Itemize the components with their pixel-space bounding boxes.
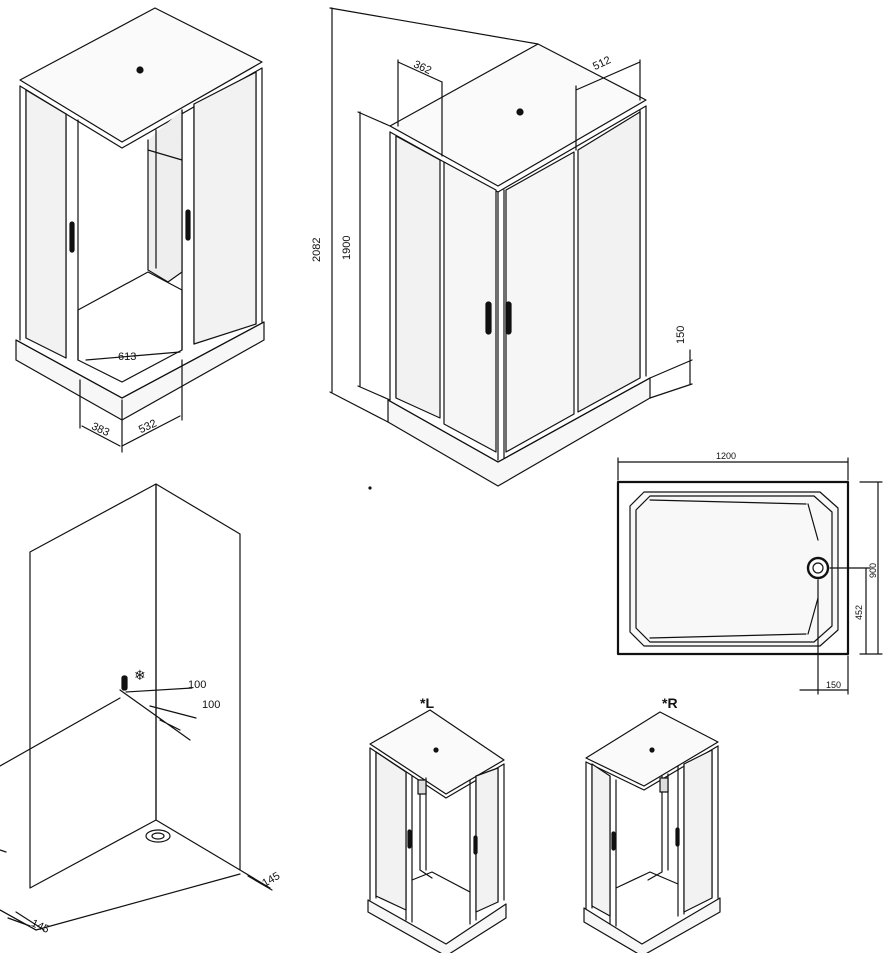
dim-1900: 1900	[341, 236, 353, 260]
dim-512: 512	[591, 54, 613, 73]
dim-inlet-b: 100	[202, 699, 220, 711]
cabin2-left-door	[443, 161, 497, 453]
dim-532: 532	[137, 417, 159, 436]
tray-drain-icon	[806, 556, 830, 580]
view-installation: ❄	[0, 483, 273, 931]
cabin1-back-column	[147, 109, 183, 283]
variant-left-label: *L	[420, 695, 434, 711]
dim-613: 613	[118, 351, 136, 363]
dim-wall-a: 145	[260, 870, 282, 890]
cabin2-vent-icon	[516, 108, 524, 116]
cabin1-right-panel	[193, 71, 257, 345]
view-tray-plan	[616, 457, 883, 695]
dim-tray-depth: 900	[868, 563, 878, 578]
cabin1-vent-icon	[136, 66, 144, 74]
view-variant-left	[367, 709, 507, 957]
snowflake-icon: ❄	[134, 667, 146, 683]
view-variant-right	[583, 711, 721, 957]
cabin2-right-door	[505, 151, 575, 453]
cabin2-handle-left	[485, 301, 492, 335]
room-drain-icon	[145, 829, 171, 843]
view-open-cabin	[15, 7, 265, 453]
thermometer-icon	[121, 675, 128, 691]
dim-2082: 2082	[311, 238, 323, 262]
dim-wall-b: 145	[29, 917, 51, 936]
cabin2-right-panel	[577, 111, 641, 413]
dim-drain-y: 452	[854, 605, 864, 620]
dim-383: 383	[89, 420, 111, 439]
dim-362: 362	[411, 58, 433, 77]
dim-tray-width: 1200	[716, 451, 736, 461]
cabin1-right-handle	[185, 209, 191, 241]
variant-right-label: *R	[662, 695, 678, 711]
room-wall-back-left	[29, 483, 157, 889]
dim-inlet-a: 100	[188, 679, 206, 691]
cabin1-left-panel	[25, 89, 67, 359]
cabin1-roof	[19, 7, 263, 143]
cabin2-handle-right	[505, 301, 512, 335]
view-closed-cabin	[329, 7, 693, 487]
tray-basin	[629, 491, 839, 647]
room-wall-back-right	[155, 483, 241, 871]
cabin1-left-handle	[69, 221, 75, 253]
cabin2-left-panel	[395, 135, 441, 419]
dim-drain-x: 150	[826, 680, 841, 690]
cabin2-roof	[389, 43, 647, 187]
dim-150: 150	[675, 326, 687, 344]
